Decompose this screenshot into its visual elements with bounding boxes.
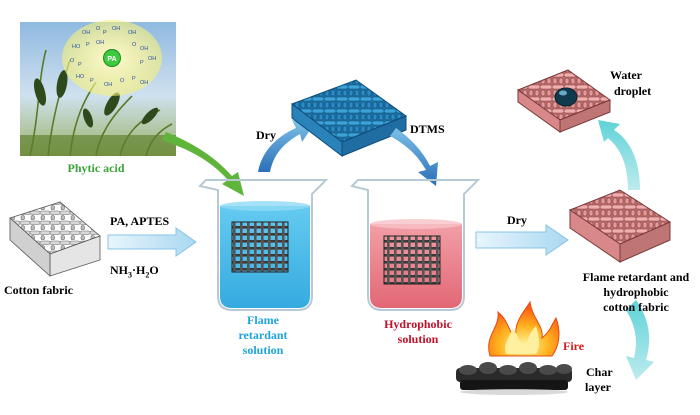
arrow-dry-up — [258, 120, 314, 172]
cotton-fabric-swatch — [9, 201, 101, 277]
svg-text:OH: OH — [128, 30, 136, 36]
svg-text:OH: OH — [96, 40, 104, 46]
arrow-dry-right — [475, 224, 569, 256]
arrow-cotton-to-flame-solution — [107, 227, 197, 257]
final-fabric-label-line3: cotton fabric — [603, 300, 669, 314]
svg-text:P: P — [140, 60, 144, 66]
nh-text: NH — [110, 263, 128, 277]
final-fabric-label-line2: hydrophobic — [603, 285, 669, 299]
flame-solution-label-line3: solution — [242, 343, 284, 357]
svg-text:P: P — [86, 42, 90, 48]
svg-text:P: P — [103, 30, 107, 36]
fire-icon — [488, 300, 560, 357]
green-arrow — [162, 132, 244, 196]
svg-text:OH: OH — [104, 82, 112, 88]
dry-label-1: Dry — [256, 128, 276, 142]
svg-text:HO: HO — [76, 74, 85, 80]
water-droplet-fabric — [516, 69, 612, 133]
reagents-bottom-label: NH3·H2O — [110, 263, 200, 282]
h2-subscript: 2 — [145, 270, 150, 280]
nh-subscript: 3 — [128, 270, 132, 280]
svg-text:O: O — [96, 26, 101, 32]
char-layer-swatch — [456, 362, 572, 395]
water-droplet-label-line2: droplet — [614, 84, 652, 98]
dtms-label: DTMS — [410, 122, 445, 136]
svg-text:OH: OH — [140, 80, 148, 86]
char-label-line1: Char — [586, 365, 613, 379]
reagents-top-label: PA, APTES — [110, 214, 170, 228]
svg-text:OH: OH — [82, 30, 90, 36]
svg-text:OH: OH — [112, 26, 120, 32]
flame-solution-label-line2: retardant — [238, 328, 288, 342]
arrow-to-char-layer — [626, 300, 654, 380]
hydrophobic-solution-label-line1: Hydrophobic — [384, 317, 452, 331]
arrow-dtms-down — [390, 128, 438, 186]
fire-label: Fire — [563, 339, 585, 353]
pa-badge-label: PA — [107, 56, 116, 63]
svg-text:OH: OH — [140, 46, 148, 52]
water-droplet — [554, 87, 578, 107]
water-droplet-label-line1: Water — [610, 68, 642, 82]
hydrophobic-solution-label-line2: solution — [397, 332, 439, 346]
svg-text:P: P — [132, 76, 136, 82]
hydrophobic-beaker — [350, 179, 481, 311]
flame-solution-label-line1: Flame — [247, 313, 279, 327]
svg-text:P: P — [78, 62, 82, 68]
cotton-fabric-label: Cotton fabric — [4, 283, 73, 297]
arrow-to-water-droplet — [598, 120, 640, 190]
blue-fabric-swatch — [290, 79, 408, 158]
svg-text:O: O — [120, 78, 125, 84]
pa-badge-circle — [103, 49, 121, 67]
svg-text:P: P — [90, 78, 94, 84]
final-fabric-swatch — [568, 189, 672, 263]
dot-h-text: ·H — [132, 263, 146, 277]
svg-text:HO: HO — [72, 44, 81, 50]
char-label-line2: layer — [585, 380, 611, 394]
phytic-acid-label: Phytic acid — [67, 161, 125, 175]
svg-text:O: O — [132, 42, 137, 48]
flame-retardant-beaker — [198, 179, 329, 311]
svg-text:OH: OH — [148, 56, 156, 62]
svg-text:O: O — [70, 58, 75, 64]
dry-label-2: Dry — [507, 213, 527, 227]
o-text: O — [149, 263, 159, 277]
final-fabric-label-line1: Flame retardant and — [582, 270, 690, 284]
